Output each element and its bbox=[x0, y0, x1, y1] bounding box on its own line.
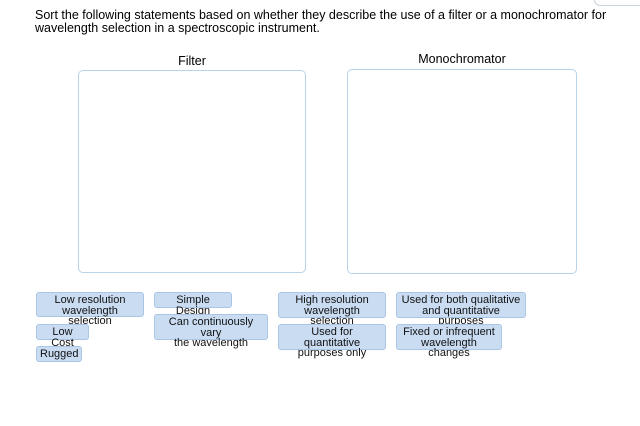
chip-fixed-infrequent[interactable]: Fixed or infrequent wavelength changes bbox=[396, 324, 502, 359]
question-prompt: Sort the following statements based on w… bbox=[35, 8, 607, 35]
chip-continuously-vary[interactable]: Can continuously vary the wavelength bbox=[154, 314, 268, 349]
chip-rugged[interactable]: Rugged bbox=[36, 346, 82, 362]
bucket-label-filter: Filter bbox=[178, 54, 206, 68]
filter-drop-zone[interactable] bbox=[78, 70, 306, 273]
chip-qualitative-and-quantitative[interactable]: Used for both qualitative and quantitati… bbox=[396, 292, 526, 327]
chip-simple-design[interactable]: Simple Design bbox=[154, 292, 232, 316]
chip-low-cost[interactable]: Low Cost bbox=[36, 324, 89, 348]
chip-low-resolution[interactable]: Low resolution wavelength selection bbox=[36, 292, 144, 327]
chip-quantitative-only[interactable]: Used for quantitative purposes only bbox=[278, 324, 386, 359]
chip-high-resolution[interactable]: High resolution wavelength selection bbox=[278, 292, 386, 327]
monochromator-drop-zone[interactable] bbox=[347, 69, 577, 274]
corner-tab bbox=[594, 0, 640, 6]
bucket-label-monochromator: Monochromator bbox=[418, 52, 506, 66]
